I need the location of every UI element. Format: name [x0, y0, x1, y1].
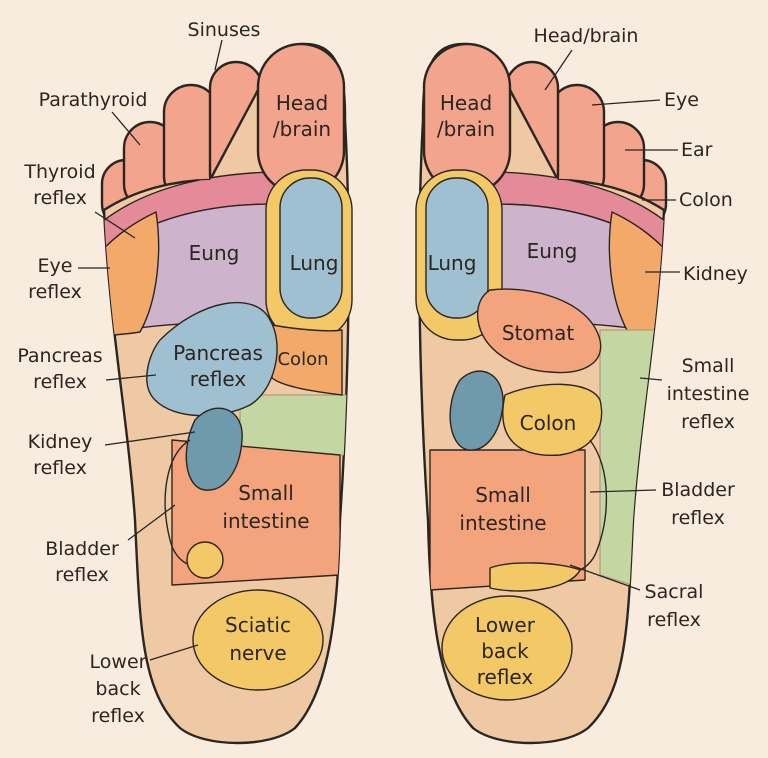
left-colon-zone: [271, 324, 343, 396]
callout-colon-right: Colon: [679, 189, 733, 211]
right-lung-central-label: Eung: [527, 239, 578, 263]
left-pancreas-zone: [146, 301, 278, 417]
left-lung-medial-label: Lung: [290, 251, 339, 275]
left-bladder-circle: [186, 541, 224, 579]
callout-eye-right: Eye: [664, 89, 699, 111]
left-sciatic-zone: [192, 589, 324, 691]
right-lung-medial: [425, 177, 489, 319]
right-lung-medial-label: Lung: [428, 251, 477, 275]
right-colon-label: Colon: [520, 411, 577, 435]
right-colon-zone: [502, 383, 603, 456]
left-green-band: [239, 394, 349, 456]
right-stomach-label: Stomat: [502, 321, 575, 345]
callout-ear: Ear: [681, 139, 713, 161]
callout-kidney-right: Kidney: [683, 263, 748, 285]
right-green-zone: [599, 329, 664, 601]
left-lung-medial: [279, 177, 343, 319]
callout-sinuses: Sinuses: [188, 19, 261, 41]
right-sacral-loop: [489, 562, 581, 592]
right-head-label: Head/brain: [437, 91, 495, 141]
left-kidney-zone: [185, 407, 243, 491]
left-colon-label: Colon: [277, 349, 328, 370]
right-lower-back-zone: [441, 595, 573, 701]
right-stomach-zone: [476, 288, 602, 374]
leader-lines: [78, 39, 680, 661]
callout-head-right: Head/brain: [534, 25, 639, 47]
callout-parathyroid: Parathyroid: [39, 89, 148, 111]
right-kidney-blue: [449, 370, 504, 451]
left-head-label: Head/brain: [273, 91, 331, 141]
left-lung-central-label: Eung: [189, 241, 240, 265]
